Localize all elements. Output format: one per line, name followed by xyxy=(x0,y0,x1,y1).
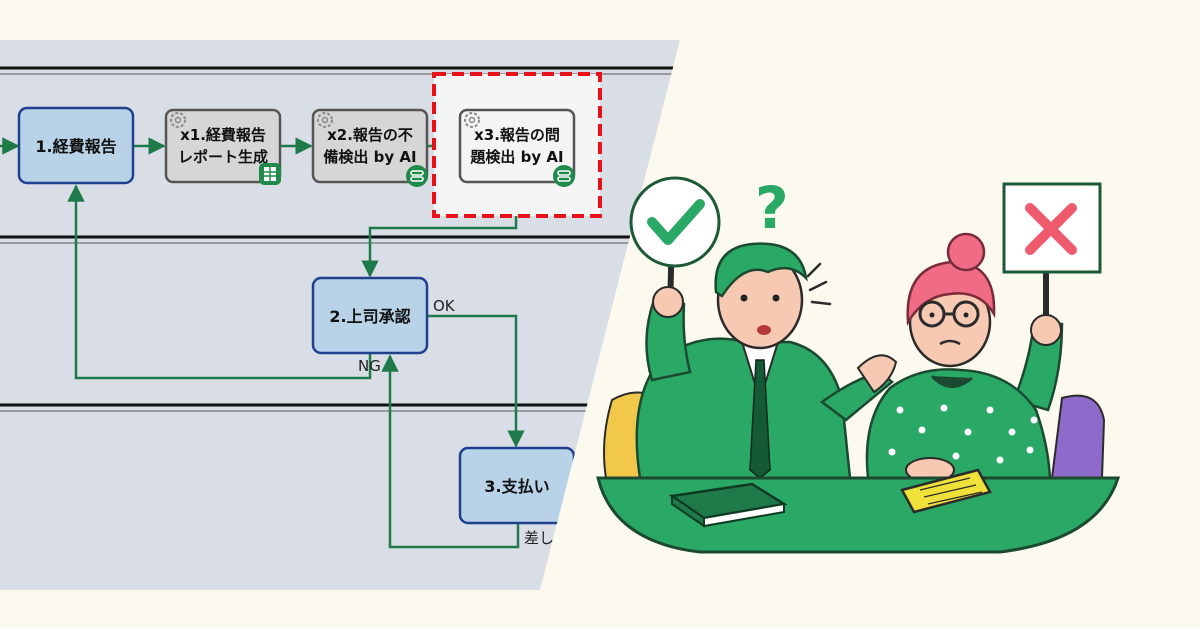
svg-text:題検出 by AI: 題検出 by AI xyxy=(470,148,563,166)
ai-bot-icon xyxy=(406,165,428,187)
gear-icon xyxy=(464,112,480,128)
svg-text:x3.報告の問: x3.報告の問 xyxy=(474,126,560,144)
swimlane-dividers xyxy=(0,66,680,412)
ai-bot-icon xyxy=(553,165,575,187)
edge-t2-t3-ok xyxy=(428,314,525,448)
svg-text:備検出 by AI: 備検出 by AI xyxy=(323,148,416,166)
purple-chair xyxy=(1050,394,1106,479)
task-x2-ai-defect-detection[interactable]: x2.報告の不 備検出 by AI xyxy=(311,108,429,187)
process-flow-diagram: OK NG 差し 1.経費報告 x1.経費報告 レポート生成 xyxy=(0,40,680,590)
svg-text:1.経費報告: 1.経費報告 xyxy=(35,137,116,156)
edge-t2-t1-ng xyxy=(67,184,372,380)
edge-label-ok: OK xyxy=(433,297,456,315)
edge-label-ng: NG xyxy=(358,357,381,375)
svg-text:x1.経費報告: x1.経費報告 xyxy=(180,126,266,144)
spreadsheet-icon xyxy=(259,163,281,185)
gear-icon xyxy=(317,112,333,128)
polka-dots xyxy=(888,404,1038,472)
woman-character xyxy=(865,182,1102,483)
svg-text:2.上司承認: 2.上司承認 xyxy=(329,307,410,326)
calculator xyxy=(900,468,992,514)
task-2-manager-approval[interactable]: 2.上司承認 xyxy=(311,276,429,355)
svg-text:レポート生成: レポート生成 xyxy=(178,148,268,166)
table xyxy=(596,476,1121,554)
book xyxy=(668,482,788,528)
svg-text:3.支払い: 3.支払い xyxy=(484,477,549,496)
man-character: ? xyxy=(629,174,898,480)
edge-label-diff: 差し xyxy=(524,529,554,547)
cross-mark-icon xyxy=(1025,203,1077,255)
edge-t3-t2-return xyxy=(381,354,520,549)
gear-icon xyxy=(170,112,186,128)
illustration: ? xyxy=(596,174,1121,554)
approve-sign xyxy=(629,176,721,268)
task-x3-ai-problem-detection[interactable]: x3.報告の問 題検出 by AI xyxy=(432,72,602,218)
task-1-expense-report[interactable]: 1.経費報告 xyxy=(17,106,135,185)
svg-text:x2.報告の不: x2.報告の不 xyxy=(327,126,413,144)
task-x1-report-generation[interactable]: x1.経費報告 レポート生成 xyxy=(164,108,282,185)
task-3-payment[interactable]: 3.支払い xyxy=(458,446,576,525)
question-mark: ? xyxy=(755,174,789,242)
check-mark-icon xyxy=(647,199,705,245)
